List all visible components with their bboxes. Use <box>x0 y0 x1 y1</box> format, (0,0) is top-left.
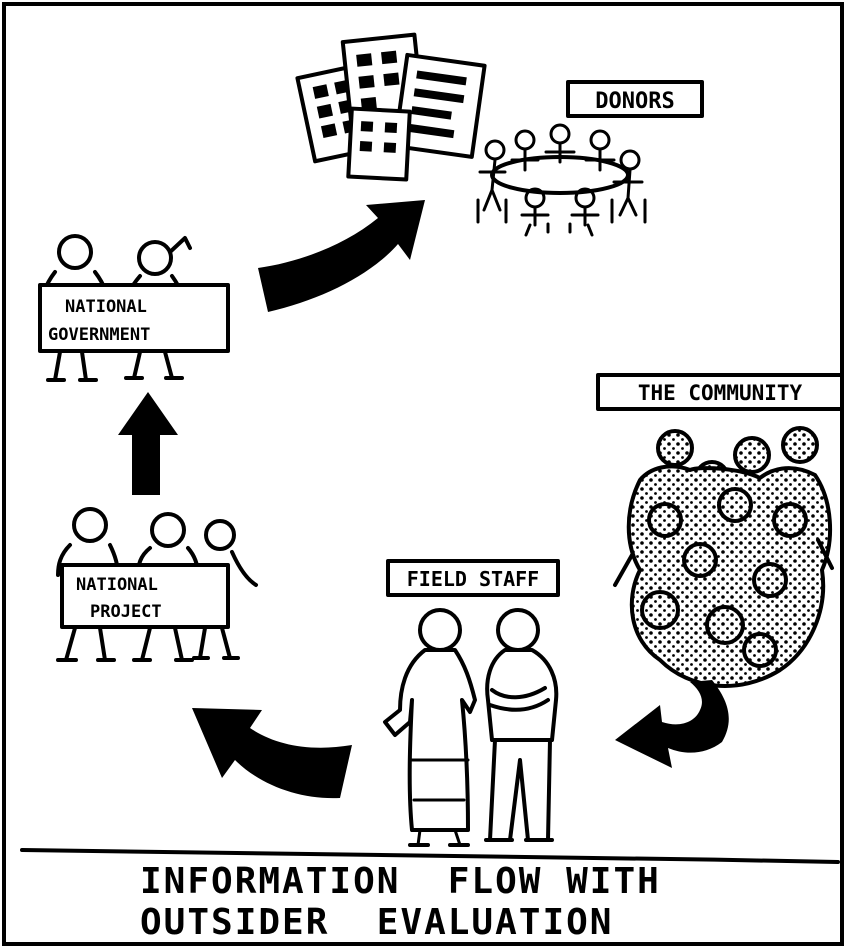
field-staff-sign: FIELD STAFF <box>386 559 560 597</box>
field-staff-label: FIELD STAFF <box>407 567 539 591</box>
donors-label: DONORS <box>595 89 674 114</box>
arrow-icon <box>118 392 178 495</box>
caption: INFORMATION FLOW WITH OUTSIDER EVALUATIO… <box>140 861 661 943</box>
arrow-icon <box>258 200 425 312</box>
person-icon <box>383 608 477 847</box>
meeting-table-icon <box>476 123 647 237</box>
caption-line1: INFORMATION FLOW WITH <box>140 861 661 902</box>
arrow-icon <box>192 708 352 799</box>
community-label: THE COMMUNITY <box>638 381 803 405</box>
caption-line2: OUTSIDER EVALUATION <box>140 902 613 943</box>
crowd-icon <box>613 426 834 688</box>
national-government-label-line1: NATIONAL <box>65 297 147 317</box>
community-sign: THE COMMUNITY <box>596 373 844 411</box>
national-government-group: NATIONAL GOVERNMENT <box>38 234 230 382</box>
national-project-group: NATIONAL PROJECT <box>56 507 258 662</box>
national-project-label-line1: NATIONAL <box>76 575 158 595</box>
arrow-icon <box>615 680 729 768</box>
person-icon <box>484 608 559 842</box>
national-project-label-line2: PROJECT <box>90 602 162 622</box>
donors-sign: DONORS <box>566 80 704 118</box>
national-government-label-line2: GOVERNMENT <box>48 325 150 345</box>
ground-line <box>20 848 840 864</box>
documents-icon <box>295 32 487 182</box>
